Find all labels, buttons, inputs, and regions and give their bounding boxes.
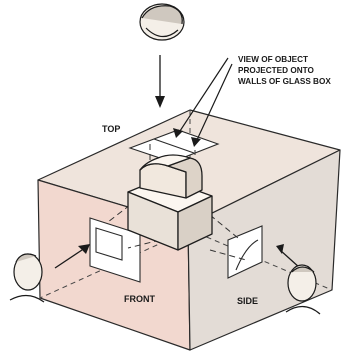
top-label: TOP	[102, 124, 120, 134]
three-d-object	[127, 154, 213, 251]
front-label: FRONT	[124, 294, 155, 304]
side-label: SIDE	[237, 296, 258, 306]
side-view-projection	[227, 225, 263, 279]
callout-label-line3: WALLS OF GLASS BOX	[238, 77, 331, 86]
observer-front-icon	[9, 253, 45, 303]
observer-top-icon	[139, 3, 185, 41]
callout-label-line2: PROJECTED ONTO	[238, 66, 314, 75]
callout-label-line1: VIEW OF OBJECT	[238, 55, 308, 64]
observer-side-icon	[285, 264, 321, 315]
front-view-projection	[89, 217, 141, 283]
callout-arrows	[173, 57, 233, 147]
sight-arrows	[54, 55, 301, 269]
